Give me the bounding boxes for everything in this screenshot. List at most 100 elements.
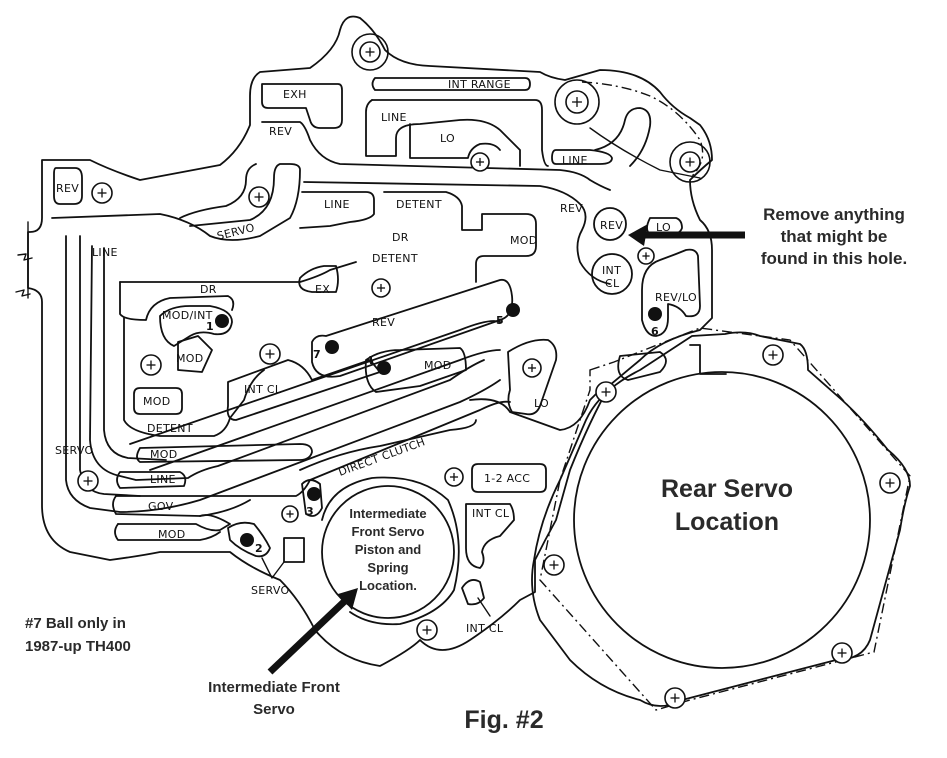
hole-int-cl — [591, 253, 633, 295]
check-ball-7 — [325, 340, 339, 354]
channel-dr — [119, 281, 235, 321]
channel-rev-center — [311, 278, 514, 378]
channel-rev-mid — [303, 181, 611, 285]
front-servo-bore — [321, 485, 455, 619]
channel-upper-line-box — [365, 99, 521, 167]
label-rev-lo: REV/LO — [655, 291, 697, 304]
check-ball-6-number: 6 — [651, 325, 659, 338]
channel-upper-rev — [261, 121, 611, 191]
channel-loop-right — [594, 107, 652, 167]
channel-mod-bottom — [117, 514, 231, 532]
label-lo-top: LO — [440, 132, 455, 145]
label-int-cl-bottom: INT CL — [466, 622, 504, 635]
ball7-note-line-1: #7 Ball only in — [25, 615, 126, 632]
check-ball-2-number: 2 — [255, 542, 263, 555]
channel-rev-lo — [641, 248, 701, 337]
fluid-channels — [51, 77, 704, 617]
channel-rev-left — [53, 167, 83, 205]
channel-line-left-inner — [103, 247, 167, 461]
label-ex: EX — [315, 283, 330, 296]
label-mod-lower: MOD — [150, 448, 178, 461]
channel-left-tube — [65, 235, 501, 513]
channel-gov-box — [112, 495, 251, 517]
label-mod-center: MOD — [424, 359, 452, 372]
label-rev-hole: REV — [600, 219, 623, 232]
channel-line-right — [551, 149, 613, 165]
channel-diag-1 — [129, 320, 501, 445]
label-lo-lower: LO — [534, 397, 549, 410]
remove-note-line-2: that might be — [781, 227, 888, 246]
channel-servo-square — [283, 537, 305, 563]
rear-servo-outline-dashed — [539, 327, 911, 711]
annotation-arrows — [267, 224, 745, 675]
channel-lo-box — [409, 123, 501, 159]
remove-note-line-3: found in this hole. — [761, 249, 907, 268]
annotation-text: Remove anything that might be found in t… — [25, 205, 907, 734]
check-ball-1 — [215, 314, 229, 328]
check-ball-6 — [648, 307, 662, 321]
front-servo-circle-line-3: Piston and — [355, 542, 422, 557]
channel-mod-center — [364, 347, 467, 393]
label-mod-box: MOD — [143, 395, 171, 408]
front-servo-circle-line-1: Intermediate — [349, 506, 426, 521]
int-cl-leader — [477, 597, 491, 617]
channel-int-cl-right — [465, 503, 515, 569]
bolt-boss-ring — [351, 33, 389, 71]
channel-1-2-acc — [471, 463, 547, 493]
front-servo-pointer-line-2: Servo — [253, 701, 295, 718]
label-line-top: LINE — [381, 111, 407, 124]
label-dr-upper: DR — [392, 231, 409, 244]
channel-mod-bottom-box — [114, 523, 221, 541]
front-servo-pointer-line-1: Intermediate Front — [208, 679, 340, 696]
front-servo-boss — [321, 476, 460, 626]
label-int-cl-right: INT CL — [472, 507, 510, 520]
label-int-cl-left: INT CL — [244, 383, 282, 396]
channel-left-tube-2 — [79, 235, 141, 497]
check-ball-5-number: 5 — [496, 314, 504, 327]
remove-note-line-1: Remove anything — [763, 205, 905, 224]
front-servo-circle-line-5: Location. — [359, 578, 417, 593]
diagonal-line-upper — [589, 127, 701, 179]
channel-ball-2 — [227, 521, 271, 558]
bolt-boss-ring — [669, 141, 711, 183]
label-rev-left: REV — [56, 182, 79, 195]
check-ball-3-number: 3 — [306, 505, 314, 518]
label-detent-lower: DETENT — [147, 422, 193, 435]
rear-servo-lug — [617, 351, 667, 381]
channel-mod-lower — [136, 443, 313, 463]
channel-ex — [298, 265, 339, 293]
label-line-mid: LINE — [324, 198, 350, 211]
check-ball-2 — [240, 533, 254, 547]
rear-servo-bore — [573, 371, 871, 669]
channel-servo-outer — [51, 163, 301, 241]
bolt-boss-ring — [554, 79, 600, 125]
front-servo-circle-line-2: Front Servo — [352, 524, 425, 539]
channel-line-mid — [299, 191, 375, 229]
check-ball-4 — [377, 361, 391, 375]
channel-detent-lower — [123, 317, 265, 437]
label-servo-left: SERVO — [55, 444, 94, 457]
plate-outer-edge — [27, 15, 713, 667]
servo-leader — [261, 557, 285, 579]
channel-diag-2 — [149, 349, 501, 471]
channel-mod-box — [133, 387, 183, 415]
label-mod-bottom: MOD — [158, 528, 186, 541]
bolt-holes — [77, 33, 901, 709]
plate-outline — [15, 15, 713, 667]
channel-mod-small — [177, 335, 213, 373]
label-gov: GOV — [148, 500, 174, 513]
check-ball-3 — [307, 487, 321, 501]
label-detent-mid: DETENT — [372, 252, 418, 265]
label-exh: EXH — [283, 88, 307, 101]
rear-servo-line-2: Location — [675, 508, 779, 536]
label-int-cl-hole-2: CL — [605, 277, 620, 290]
label-rev-center: REV — [372, 316, 395, 329]
channel-detent-top — [383, 191, 537, 283]
channel-line-lower — [116, 471, 187, 489]
channel-dr-top — [119, 261, 357, 283]
label-lo-hole: LO — [656, 221, 671, 234]
label-int-range: INT RANGE — [448, 78, 511, 91]
label-rev-top: REV — [269, 125, 292, 138]
arrow-front-servo-shaft — [267, 595, 351, 675]
check-ball-1-number: 1 — [206, 320, 214, 333]
